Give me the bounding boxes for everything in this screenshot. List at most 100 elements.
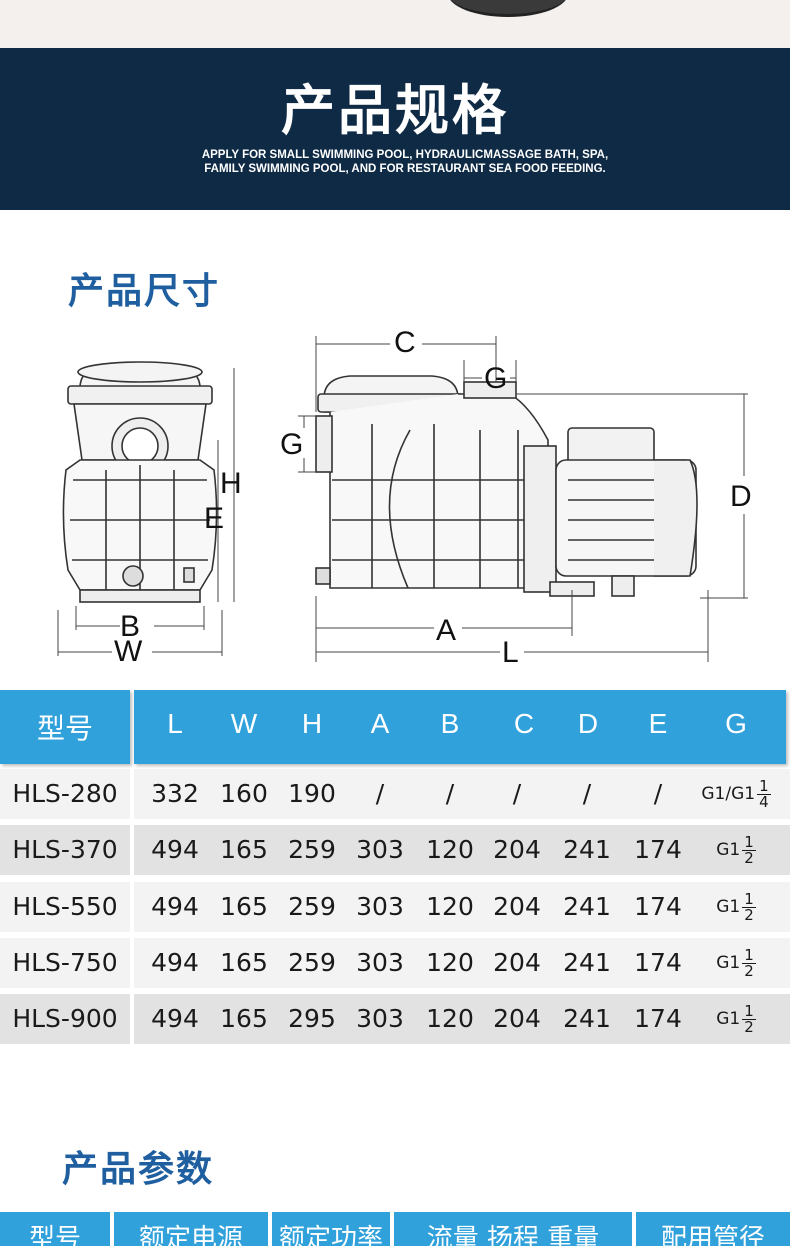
banner-subtitle: APPLY FOR SMALL SWIMMING POOL, HYDRAULIC… <box>201 149 609 175</box>
dim-label-g-top: G <box>484 362 507 395</box>
g-denominator: 4 <box>759 792 769 811</box>
dim-label-a: A <box>436 614 456 647</box>
pump-side-view <box>315 375 698 597</box>
column-header-h: H <box>301 708 323 739</box>
value-cell-b: 120 <box>426 835 474 864</box>
g-prefix: G1 <box>716 840 741 860</box>
table-row: HLS-900 494 165 295 303 120 204 241 174 … <box>0 994 790 1044</box>
pump-front-view <box>62 361 218 603</box>
value-cell-c: 204 <box>493 1004 541 1033</box>
column-header-a: A <box>370 708 390 739</box>
value-cell-e: 174 <box>634 1004 682 1033</box>
g-denominator: 2 <box>744 848 754 867</box>
column-header-e: E <box>648 708 668 739</box>
front-view-dimension-lines <box>57 368 235 656</box>
value-cell-l: 332 <box>151 779 199 808</box>
dim-label-h: H <box>220 467 242 500</box>
params-header-rated-power-supply: 额定电源 <box>114 1212 268 1246</box>
value-cell-c: 204 <box>493 892 541 921</box>
column-header-c: C <box>513 708 535 739</box>
g-prefix: G1 <box>716 1009 741 1029</box>
value-cell-l: 494 <box>151 1004 199 1033</box>
value-cell-e: 174 <box>634 948 682 977</box>
value-cell-l: 494 <box>151 948 199 977</box>
value-cell-w: 165 <box>220 892 268 921</box>
g-prefix: G1 <box>716 897 741 917</box>
dim-label-d: D <box>730 480 752 513</box>
dim-label-c: C <box>394 326 416 359</box>
table-header-model: 型号 <box>0 690 130 764</box>
value-cell-e: 174 <box>634 892 682 921</box>
value-cell-a: 303 <box>356 892 404 921</box>
banner-title: 产品规格 <box>281 79 509 142</box>
value-cell-w: 165 <box>220 948 268 977</box>
model-cell: HLS-370 <box>12 835 118 864</box>
value-cell-l: 494 <box>151 835 199 864</box>
value-cell-a: 303 <box>356 835 404 864</box>
value-cell-d: 241 <box>563 1004 611 1033</box>
value-cell-e: 174 <box>634 835 682 864</box>
g-denominator: 2 <box>744 961 754 980</box>
value-cell-w: 165 <box>220 1004 268 1033</box>
table-row: HLS-370 494 165 259 303 120 204 241 174 … <box>0 825 790 875</box>
column-header-w: W <box>230 708 258 739</box>
g-numerator: 1 <box>742 889 756 908</box>
value-cell-d: 241 <box>563 835 611 864</box>
model-cell: HLS-900 <box>12 1004 118 1033</box>
side-view-dimension-lines <box>298 336 748 662</box>
g-prefix: G1 <box>716 953 741 973</box>
dim-label-w: W <box>114 635 143 668</box>
value-cell-h: 259 <box>288 892 336 921</box>
table-header-dimensions: L W H A B C D E G <box>134 690 786 764</box>
value-cell-a: 303 <box>356 1004 404 1033</box>
g-numerator: 1 <box>757 776 771 795</box>
value-cell-h: 190 <box>288 779 336 808</box>
value-cell-w: 165 <box>220 835 268 864</box>
params-header-model: 型号 <box>0 1212 110 1246</box>
dim-label-l: L <box>502 636 519 669</box>
value-cell-b: 120 <box>426 892 474 921</box>
g-numerator: 1 <box>742 1001 756 1020</box>
value-cell-a: / <box>375 779 385 808</box>
spec-banner: 产品规格 APPLY FOR SMALL SWIMMING POOL, HYDR… <box>0 48 790 210</box>
model-cell: HLS-550 <box>12 892 118 921</box>
g-prefix: G1/G1 <box>701 784 756 804</box>
pump-dimension-diagram: H E B W <box>57 326 752 669</box>
value-cell-b: / <box>445 779 455 808</box>
g-denominator: 2 <box>744 905 754 924</box>
model-cell: HLS-750 <box>12 948 118 977</box>
value-cell-c: 204 <box>493 835 541 864</box>
value-cell-c: 204 <box>493 948 541 977</box>
top-product-photo-strip <box>0 0 790 48</box>
column-header-d: D <box>577 708 599 739</box>
value-cell-h: 259 <box>288 835 336 864</box>
value-cell-d: / <box>582 779 592 808</box>
dim-label-e: E <box>204 502 224 535</box>
params-header-flow-head-weight: 流量 扬程 重量 <box>394 1212 632 1246</box>
value-cell-b: 120 <box>426 948 474 977</box>
dim-label-g-left: G <box>280 428 303 461</box>
column-header-g: G <box>725 708 747 739</box>
value-cell-c: / <box>512 779 522 808</box>
value-cell-e: / <box>653 779 663 808</box>
table-row: HLS-550 494 165 259 303 120 204 241 174 … <box>0 882 790 932</box>
value-cell-h: 259 <box>288 948 336 977</box>
params-header-pipe-diameter: 配用管径 <box>636 1212 790 1246</box>
value-cell-d: 241 <box>563 892 611 921</box>
model-cell: HLS-280 <box>12 779 118 808</box>
dimensions-section-title: 产品尺寸 <box>68 271 221 312</box>
value-cell-h: 295 <box>288 1004 336 1033</box>
dim-label-b: B <box>120 610 140 643</box>
column-header-l: L <box>167 708 183 739</box>
value-cell-a: 303 <box>356 948 404 977</box>
value-cell-l: 494 <box>151 892 199 921</box>
table-row: HLS-750 494 165 259 303 120 204 241 174 … <box>0 938 790 988</box>
